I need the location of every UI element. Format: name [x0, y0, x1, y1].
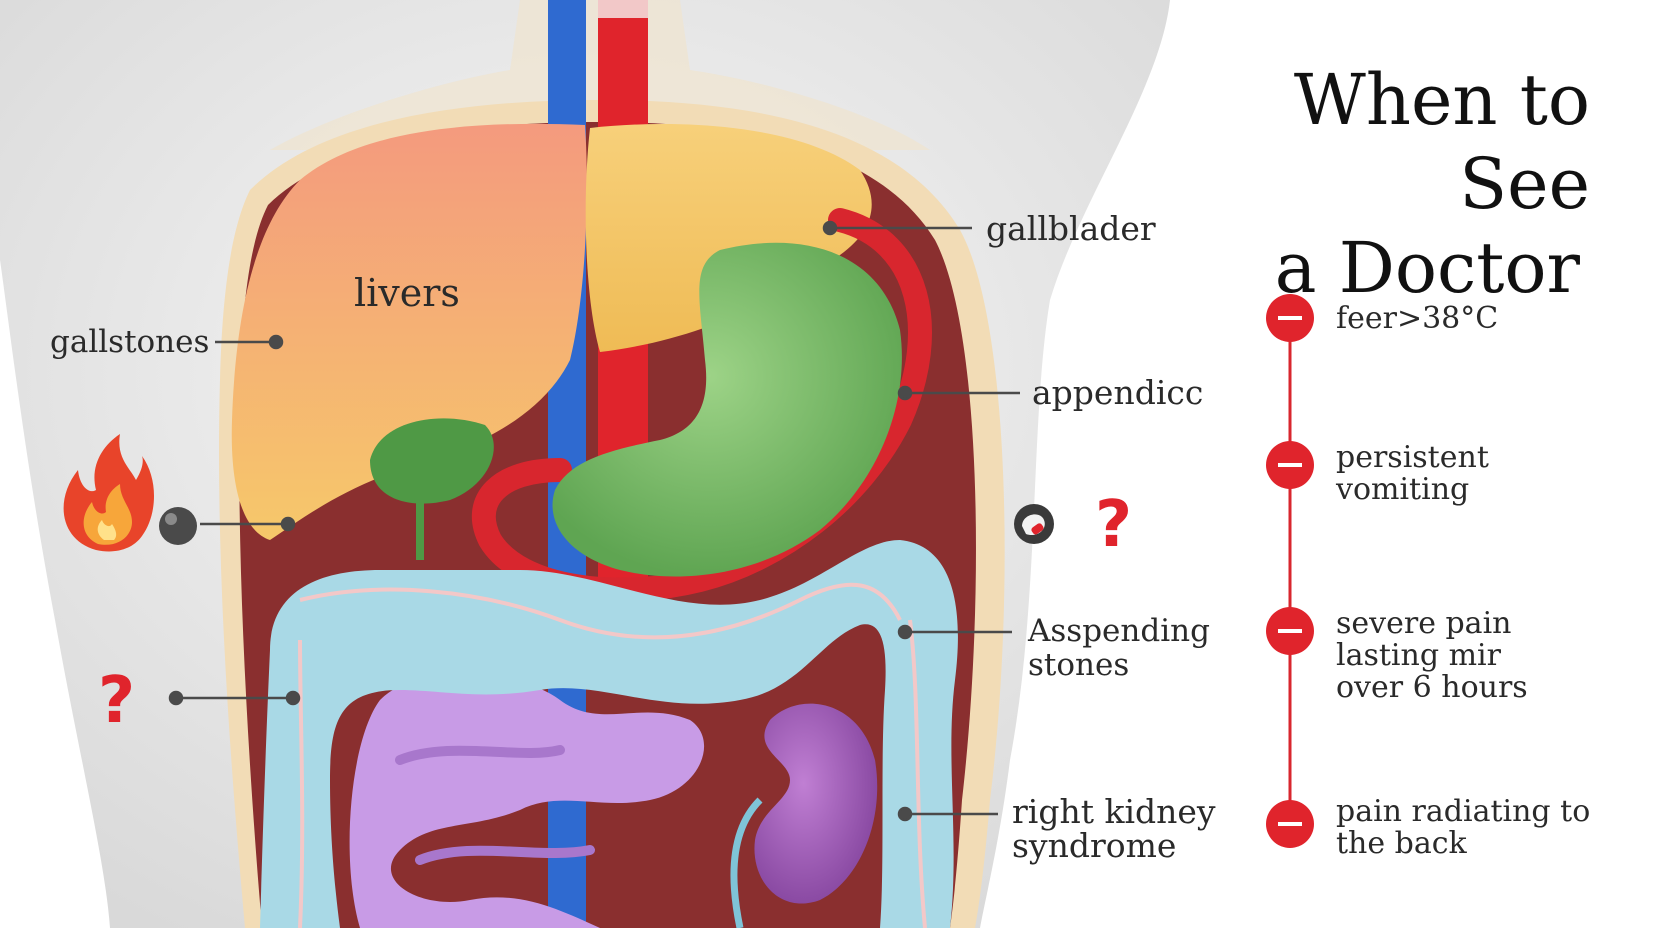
minus-circle-icon	[1266, 800, 1314, 848]
label-asspending-stones: Asspending stones	[1028, 613, 1210, 683]
minus-circle-icon	[1266, 441, 1314, 489]
warning-sign-item: pain radiating to the back	[1336, 794, 1591, 861]
small-intestine-fold	[395, 745, 595, 865]
minus-circle-icon	[1266, 294, 1314, 342]
colon-band-right	[908, 619, 927, 928]
ureter	[730, 797, 763, 928]
label-right-kidney-syndrome: right kidney syndrome	[1012, 792, 1216, 865]
liver	[231, 123, 587, 541]
label-appendicc: appendicc	[1032, 373, 1204, 412]
title-line-2: a Doctor	[1274, 227, 1580, 309]
colon-band	[299, 582, 902, 640]
label-gallblader: gallblader	[986, 209, 1156, 248]
callout-dot-kidney	[897, 806, 913, 822]
small-intestine	[349, 673, 705, 928]
label-livers: livers	[354, 271, 460, 315]
colon-band-left	[298, 639, 305, 928]
question-icon: ?	[1095, 488, 1133, 562]
question-icon: ?	[98, 664, 136, 738]
callout-dot-gallblader	[822, 220, 838, 236]
minus-circle-icon	[1266, 607, 1314, 655]
stone-icon	[159, 507, 197, 545]
callout-dot-appendicc	[897, 385, 913, 401]
callout-dot-question-a	[168, 690, 184, 706]
duodenum-loop	[471, 208, 932, 602]
bandage-icon	[1014, 504, 1054, 544]
aorta-cap	[598, 0, 648, 18]
page-title: When to See a Doctor	[1150, 58, 1590, 310]
colon	[260, 540, 958, 928]
callout-dot-question-b	[285, 690, 301, 706]
callout-dot-gallstones	[268, 334, 284, 350]
right-kidney	[754, 703, 878, 904]
callout-dot-asspending	[897, 624, 913, 640]
warning-sign-item: persistent vomiting	[1336, 440, 1489, 507]
gallbladder-sac	[370, 418, 494, 504]
warning-sign-item: severe pain lasting mir over 6 hours	[1336, 606, 1528, 705]
callout-dot-stone	[280, 516, 296, 532]
stomach	[552, 242, 902, 577]
title-line-1: When to See	[1293, 59, 1590, 225]
flame-icon	[63, 434, 154, 552]
callout-lines	[168, 220, 1020, 822]
label-gallstones: gallstones	[50, 324, 210, 360]
warning-sign-item: feer>38°C	[1336, 301, 1499, 336]
gallbladder-lobe	[585, 124, 872, 353]
